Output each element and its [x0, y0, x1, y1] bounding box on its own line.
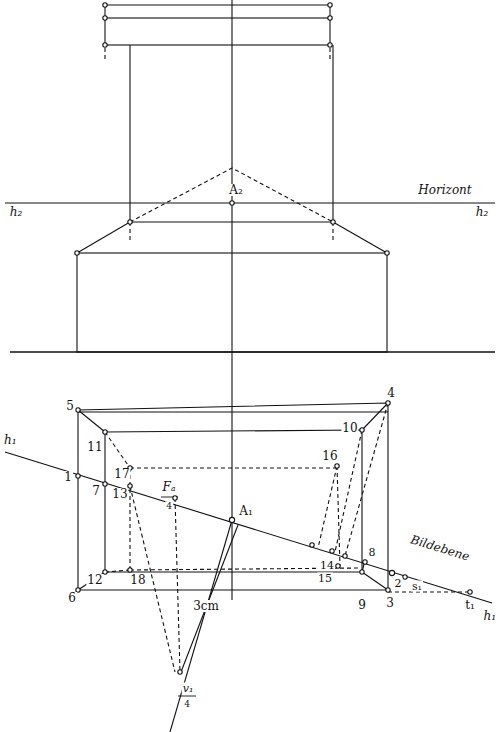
point-label: 7 — [91, 485, 101, 497]
point-label: 16 — [321, 450, 338, 462]
point-label: t₁ — [464, 599, 476, 611]
point-label: Fₐ — [162, 481, 177, 493]
point-label: 6 — [67, 592, 77, 604]
point-label: 5 — [65, 400, 75, 412]
point-label: s₁ — [411, 581, 423, 592]
point-label: 3 — [385, 597, 395, 609]
plane-label: Bildebene — [408, 533, 472, 563]
point-label: 2 — [394, 578, 403, 589]
point-label: 12 — [86, 574, 103, 586]
point-label: A₂ — [228, 184, 243, 196]
point-label: 1 — [63, 471, 73, 483]
point-label: 8 — [368, 547, 377, 558]
point-label: 10 — [341, 422, 358, 434]
point-label: v₁ — [182, 683, 195, 694]
line-label: h₁ — [482, 610, 497, 622]
fraction-denominator: 4 — [183, 700, 191, 709]
line-label: h₂ — [475, 206, 490, 218]
point-label: 13 — [111, 488, 128, 500]
fraction-denominator: 4 — [165, 502, 173, 511]
dimension-label: 3cm — [192, 600, 220, 612]
line-label: h₂ — [9, 206, 24, 218]
point-label: 15 — [317, 573, 333, 584]
point-label: 4 — [386, 387, 396, 399]
horizon-label: Horizont — [417, 184, 472, 196]
point-label: 14 — [319, 560, 335, 571]
point-label: 9 — [357, 599, 367, 611]
point-label: 11 — [86, 441, 103, 453]
point-label: 18 — [129, 574, 146, 586]
point-label: A₁ — [238, 505, 253, 517]
line-label: h₁ — [3, 434, 18, 446]
point-label: 17 — [113, 468, 130, 480]
